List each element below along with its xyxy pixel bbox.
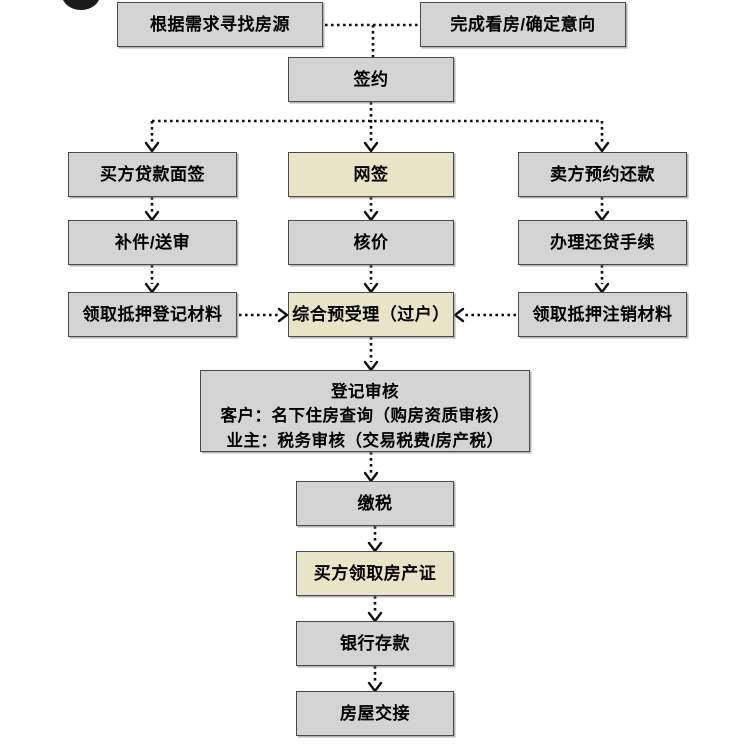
arrowhead-down-accept xyxy=(363,282,379,294)
node-mortgage-reg-docs[interactable]: 领取抵押登记材料 xyxy=(68,292,237,337)
arrowhead-down-online xyxy=(363,141,379,153)
node-buyer-get-deed[interactable]: 买方领取房产证 xyxy=(296,551,454,596)
arrowhead-left-accept xyxy=(453,307,465,323)
node-sign-contract[interactable]: 签约 xyxy=(288,57,454,102)
node-pay-tax[interactable]: 缴税 xyxy=(296,481,454,526)
node-label: 买方领取房产证 xyxy=(313,564,437,583)
node-label: 办理还贷手续 xyxy=(550,233,655,252)
node-mortgage-cancel-docs[interactable]: 领取抵押注销材料 xyxy=(518,292,687,337)
node-label: 核价 xyxy=(353,233,389,252)
node-label: 签约 xyxy=(353,70,389,89)
arrowhead-down-supplement xyxy=(144,210,160,222)
node-label-line: 客户：名下住房查询（购房资质审核） xyxy=(220,407,510,426)
node-label: 房屋交接 xyxy=(340,704,410,723)
node-label-line: 登记审核 xyxy=(331,383,399,401)
node-label: 卖方预约还款 xyxy=(550,165,655,184)
node-supplement-review[interactable]: 补件/送审 xyxy=(68,220,237,265)
arrowhead-down-buyer-loan xyxy=(144,141,160,153)
node-label: 完成看房/确定意向 xyxy=(450,15,596,34)
node-label: 根据需求寻找房源 xyxy=(150,15,290,34)
node-price-verification[interactable]: 核价 xyxy=(288,220,454,265)
node-label: 补件/送审 xyxy=(114,233,191,252)
arrowhead-down-repay xyxy=(594,210,610,222)
node-bank-deposit[interactable]: 银行存款 xyxy=(296,621,454,666)
node-label: 综合预受理（过户） xyxy=(292,305,450,324)
arrowhead-down-canceldocs xyxy=(594,282,610,294)
circle-mark-icon xyxy=(62,0,100,10)
node-comprehensive-accept[interactable]: 综合预受理（过户） xyxy=(288,292,454,337)
arrowhead-down-seller-prepay xyxy=(594,141,610,153)
node-viewing-intent[interactable]: 完成看房/确定意向 xyxy=(420,2,626,47)
arrowhead-right-accept xyxy=(277,307,289,323)
node-label: 买方贷款面签 xyxy=(100,165,205,184)
node-label-line: 业主：税务审核（交易税费/房产税） xyxy=(226,431,504,450)
node-find-listing[interactable]: 根据需求寻找房源 xyxy=(117,2,323,47)
arrowhead-down-price xyxy=(363,210,379,222)
node-registration-review[interactable]: 登记审核客户：名下住房查询（购房资质审核） 业主：税务审核（交易税费/房产税） xyxy=(200,370,530,452)
node-label: 领取抵押注销材料 xyxy=(532,305,673,324)
node-seller-prepay[interactable]: 卖方预约还款 xyxy=(518,152,687,197)
arrowhead-down-review xyxy=(363,360,379,372)
arrowhead-down-deposit xyxy=(367,611,383,623)
node-house-handover[interactable]: 房屋交接 xyxy=(296,691,454,736)
node-label: 领取抵押登记材料 xyxy=(82,305,223,324)
arrowhead-down-tax xyxy=(363,471,379,483)
arrowhead-down-handover xyxy=(367,681,383,693)
node-label: 缴税 xyxy=(357,494,393,513)
node-buyer-loan-meeting[interactable]: 买方贷款面签 xyxy=(68,152,237,197)
node-label: 网签 xyxy=(353,165,389,184)
node-online-signing[interactable]: 网签 xyxy=(288,152,454,197)
arrowhead-down-regdocs xyxy=(144,282,160,294)
arrowhead-down-deed xyxy=(367,541,383,553)
node-label: 银行存款 xyxy=(340,634,410,653)
node-loan-repay-process[interactable]: 办理还贷手续 xyxy=(518,220,687,265)
